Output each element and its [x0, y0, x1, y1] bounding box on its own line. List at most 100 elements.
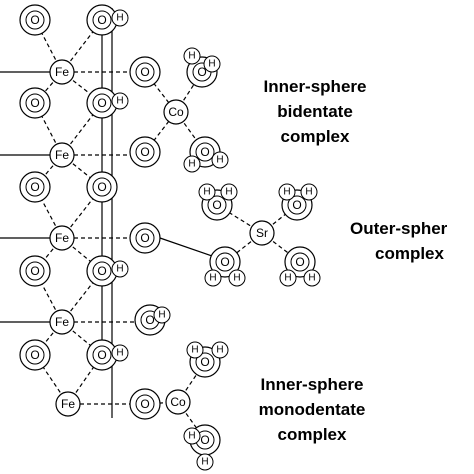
hydrogen-circle: [153, 306, 171, 324]
outer-label-line1: Outer-spher: [350, 219, 448, 238]
hydrogen-circle: [204, 269, 222, 287]
oxygen-inner-ring: [135, 62, 155, 82]
hydrogen-label: H: [188, 51, 195, 62]
oxygen-label: O: [30, 13, 39, 27]
outer-sphere-hbond: [159, 237, 216, 258]
monodentate-label-line2: monodentate: [258, 400, 366, 419]
hydrogen-label: H: [116, 264, 123, 275]
iron-label: Fe: [61, 397, 75, 411]
oxygen-inner-ring: [92, 261, 112, 281]
hydrogen-circle: [211, 151, 229, 169]
bidentate-complex-label: Inner-sphere bidentate complex: [245, 74, 385, 149]
surface-hydroxyl-hydrogen-3: H: [111, 260, 129, 278]
monodentate-oxygen: O: [129, 388, 161, 420]
hydrogen-label: H: [305, 187, 312, 198]
sr-water-3-h2: H: [228, 269, 246, 287]
oxygen-inner-ring: [207, 195, 227, 215]
hydrogen-circle: [303, 269, 321, 287]
surface-hydroxyl-hydrogen-4: H: [111, 344, 129, 362]
surface-oxygen-left-1: O: [19, 87, 51, 119]
oxygen-inner-ring: [92, 177, 112, 197]
hydrogen-label: H: [201, 457, 208, 468]
bidentate-oxygen-1: O: [129, 56, 161, 88]
sr-water-3: O: [209, 246, 241, 278]
oxygen-label: O: [200, 433, 209, 447]
oxygen-label: O: [140, 145, 149, 159]
iron-atom-0: Fe: [49, 59, 75, 85]
hydrogen-label: H: [308, 273, 315, 284]
sr-water-4-h2: H: [303, 269, 321, 287]
cobalt-circle: [163, 99, 189, 125]
oxygen-label: O: [292, 198, 301, 212]
surface-oxygen-left-2: O: [19, 171, 51, 203]
strontium-label: Sr: [256, 226, 268, 240]
oxygen-label: O: [97, 96, 106, 110]
hydrogen-circle: [279, 269, 297, 287]
sr-water-2-h2: H: [300, 183, 318, 201]
iron-circle: [49, 225, 75, 251]
iron-atom-3: Fe: [49, 309, 75, 335]
hydrogen-label: H: [203, 187, 210, 198]
hydrogen-circle: [111, 260, 129, 278]
oxygen-label: O: [30, 96, 39, 110]
oxygen-label: O: [200, 145, 209, 159]
oxygen-label: O: [220, 255, 229, 269]
oxygen-inner-ring: [290, 252, 310, 272]
hydrogen-label: H: [188, 431, 195, 442]
bidentate-water-1-h1: H: [183, 47, 201, 65]
surface-oxygen-left-4: O: [19, 339, 51, 371]
oxygen-inner-ring: [92, 93, 112, 113]
outer-sphere-surface-oxygen: O: [129, 222, 161, 254]
oxygen-label: O: [140, 65, 149, 79]
oxygen-label: O: [30, 264, 39, 278]
iron-circle: [55, 391, 81, 417]
oxygen-inner-ring: [25, 10, 45, 30]
oxygen-inner-ring: [135, 228, 155, 248]
oxygen-inner-ring: [25, 345, 45, 365]
hydrogen-label: H: [116, 13, 123, 24]
outer-label-line2: complex: [375, 244, 444, 263]
hydrogen-circle: [183, 155, 201, 173]
iron-atom-1: Fe: [49, 142, 75, 168]
surface-hydroxyl-1: O: [86, 87, 118, 119]
hydrogen-label: H: [216, 345, 223, 356]
monodentate-label-line3: complex: [277, 425, 347, 444]
hydrogen-circle: [203, 55, 221, 73]
oxygen-label: O: [97, 13, 106, 27]
hydrogen-label: H: [233, 273, 240, 284]
hydrogen-label: H: [208, 59, 215, 70]
oxygen-inner-ring: [92, 10, 112, 30]
oxygen-label: O: [97, 180, 106, 194]
oxygen-inner-ring: [215, 252, 235, 272]
iron-atom-4: Fe: [55, 391, 81, 417]
oxygen-inner-ring: [25, 93, 45, 113]
cobalt-monodentate: Co: [165, 389, 191, 415]
iron-label: Fe: [55, 65, 69, 79]
hydrogen-label: H: [283, 187, 290, 198]
hydrogen-circle: [278, 183, 296, 201]
surface-oxygen-left-3: O: [19, 255, 51, 287]
bidentate-oxygen-2: O: [129, 136, 161, 168]
surface-hydroxyl-2: O: [86, 171, 118, 203]
surface-oxygen-left-0: O: [19, 4, 51, 36]
co-monodentate-dash: [144, 401, 179, 405]
oxygen-inner-ring: [135, 394, 155, 414]
sr-water-4-h1: H: [279, 269, 297, 287]
hydrogen-circle: [111, 92, 129, 110]
bidentate-label-line3: complex: [280, 127, 350, 146]
monodentate-complex-label: Inner-sphere monodentate complex: [242, 372, 382, 447]
iron-circle: [49, 59, 75, 85]
hydrogen-circle: [198, 183, 216, 201]
hydrogen-circle: [111, 344, 129, 362]
oxygen-label: O: [97, 264, 106, 278]
oxygen-label: O: [140, 231, 149, 245]
bidentate-label-line1: Inner-sphere: [263, 77, 367, 96]
oxygen-label: O: [212, 198, 221, 212]
oxygen-inner-ring: [287, 195, 307, 215]
oxygen-label: O: [295, 255, 304, 269]
bidentate-label-line2: bidentate: [277, 102, 353, 121]
hydrogen-label: H: [225, 187, 232, 198]
strontium-circle: [249, 220, 275, 246]
iron-label: Fe: [55, 315, 69, 329]
